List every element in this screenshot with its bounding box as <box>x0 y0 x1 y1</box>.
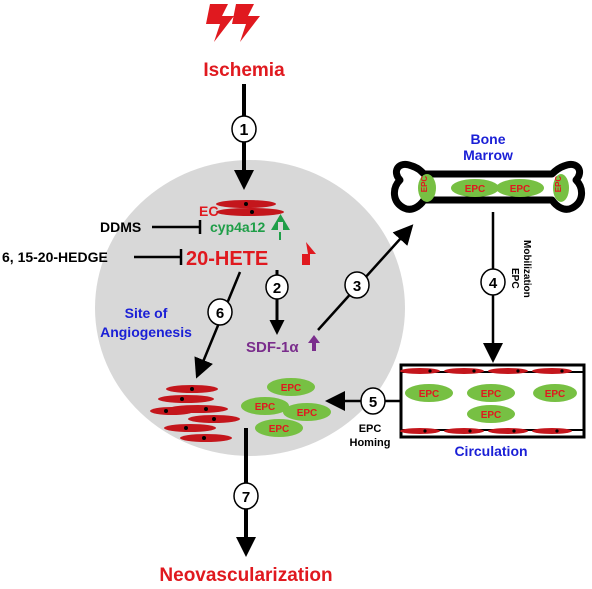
svg-text:6: 6 <box>216 305 224 322</box>
20-hete-label: 20-HETE <box>186 248 268 270</box>
svg-text:EPC: EPC <box>297 408 318 419</box>
svg-text:EPC: EPC <box>481 389 502 400</box>
step-7-circle: 7 <box>233 482 259 510</box>
ischemia-label: Ischemia <box>203 60 285 81</box>
svg-text:EPC: EPC <box>510 184 531 195</box>
step-6-circle: 6 <box>207 298 233 326</box>
step-3-circle: 3 <box>344 271 370 299</box>
site-epc-cells: EPC EPC EPC EPC <box>241 378 331 437</box>
cyp4a12-label: cyp4a12 <box>210 219 265 235</box>
site-endothelial-cells <box>150 385 240 442</box>
svg-text:3: 3 <box>353 278 361 295</box>
site-label-line1: Site of <box>125 305 168 321</box>
step-2-circle: 2 <box>265 274 289 300</box>
purple-up-arrow-icon <box>308 335 320 351</box>
svg-text:EPC: EPC <box>420 176 429 193</box>
hedge-label: 6, 15-20-HEDGE <box>2 249 108 265</box>
svg-text:5: 5 <box>369 394 377 411</box>
bone-marrow-label-line2: Marrow <box>463 147 513 163</box>
svg-text:EPC: EPC <box>554 176 563 193</box>
epc-homing-label-line2: Homing <box>350 437 391 449</box>
neovascularization-label: Neovascularization <box>159 565 332 586</box>
svg-text:EPC: EPC <box>419 389 440 400</box>
svg-text:EPC: EPC <box>481 410 502 421</box>
angiogenesis-ellipse <box>95 160 405 456</box>
ec-label: EC <box>199 203 218 219</box>
svg-text:2: 2 <box>273 280 281 297</box>
epc-mobilization-label-line1: EPC <box>509 268 520 289</box>
step-4-circle: 4 <box>480 268 506 296</box>
epc-homing-label-line1: EPC <box>359 423 382 435</box>
ddms-label: DDMS <box>100 219 141 235</box>
sdf-label: SDF-1α <box>246 339 299 356</box>
site-label-line2: Angiogenesis <box>100 324 192 340</box>
circulation-label: Circulation <box>454 443 527 459</box>
svg-text:EPC: EPC <box>545 389 566 400</box>
svg-text:EPC: EPC <box>269 424 290 435</box>
bone-marrow-label-line1: Bone <box>471 131 506 147</box>
bone-marrow-epc-cells: EPC EPC EPC EPC <box>418 174 569 202</box>
step-1-circle: 1 <box>231 115 257 143</box>
epc-mobilization-label-line2: Mobilization <box>521 240 532 298</box>
svg-text:7: 7 <box>242 489 250 506</box>
endothelial-cells <box>216 200 284 216</box>
svg-text:EPC: EPC <box>465 184 486 195</box>
svg-text:EPC: EPC <box>281 383 302 394</box>
svg-text:EPC: EPC <box>255 402 276 413</box>
svg-text:4: 4 <box>489 275 498 292</box>
svg-text:1: 1 <box>240 122 249 139</box>
lightning-icon <box>206 4 260 42</box>
step-5-circle: 5 <box>360 387 386 415</box>
green-up-arrow-icon <box>271 214 290 230</box>
circulation-epc-cells: EPC EPC EPC EPC <box>405 384 577 423</box>
